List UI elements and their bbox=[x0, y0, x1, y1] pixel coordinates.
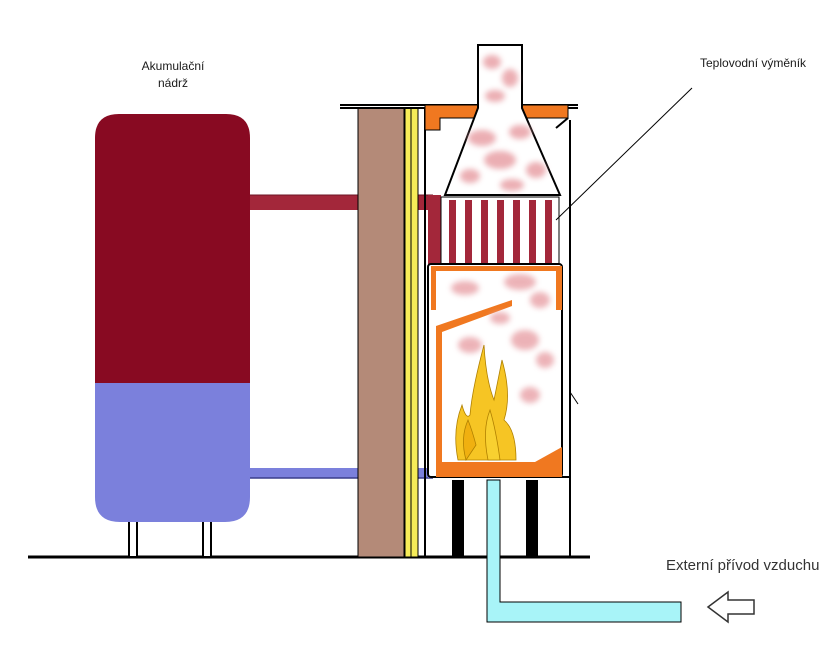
brick-wall bbox=[357, 107, 405, 558]
chimney-flue bbox=[443, 44, 562, 196]
tank-hot-zone bbox=[95, 114, 250, 383]
air-intake-duct bbox=[486, 479, 682, 623]
door-latch bbox=[569, 391, 579, 405]
fire-flames bbox=[455, 344, 517, 461]
accumulation-tank bbox=[95, 114, 250, 522]
tank-label-line1: Akumulační bbox=[141, 59, 205, 73]
heat-exchanger bbox=[440, 196, 560, 266]
exchanger-label: Teplovodní výměník bbox=[700, 56, 807, 70]
left-arrow-outline-icon bbox=[706, 590, 755, 624]
firebox bbox=[427, 263, 563, 478]
exchanger-leader-line bbox=[555, 87, 693, 221]
fireplace-legs bbox=[452, 480, 538, 557]
tank-label: Akumulační nádrž bbox=[128, 58, 218, 92]
cold-water-pipe bbox=[250, 468, 433, 478]
tank-legs bbox=[128, 519, 212, 558]
tank-cold-zone bbox=[95, 383, 250, 522]
air-intake-label: Externí přívod vzduchu bbox=[666, 557, 820, 574]
tank-label-line2: nádrž bbox=[157, 76, 189, 90]
